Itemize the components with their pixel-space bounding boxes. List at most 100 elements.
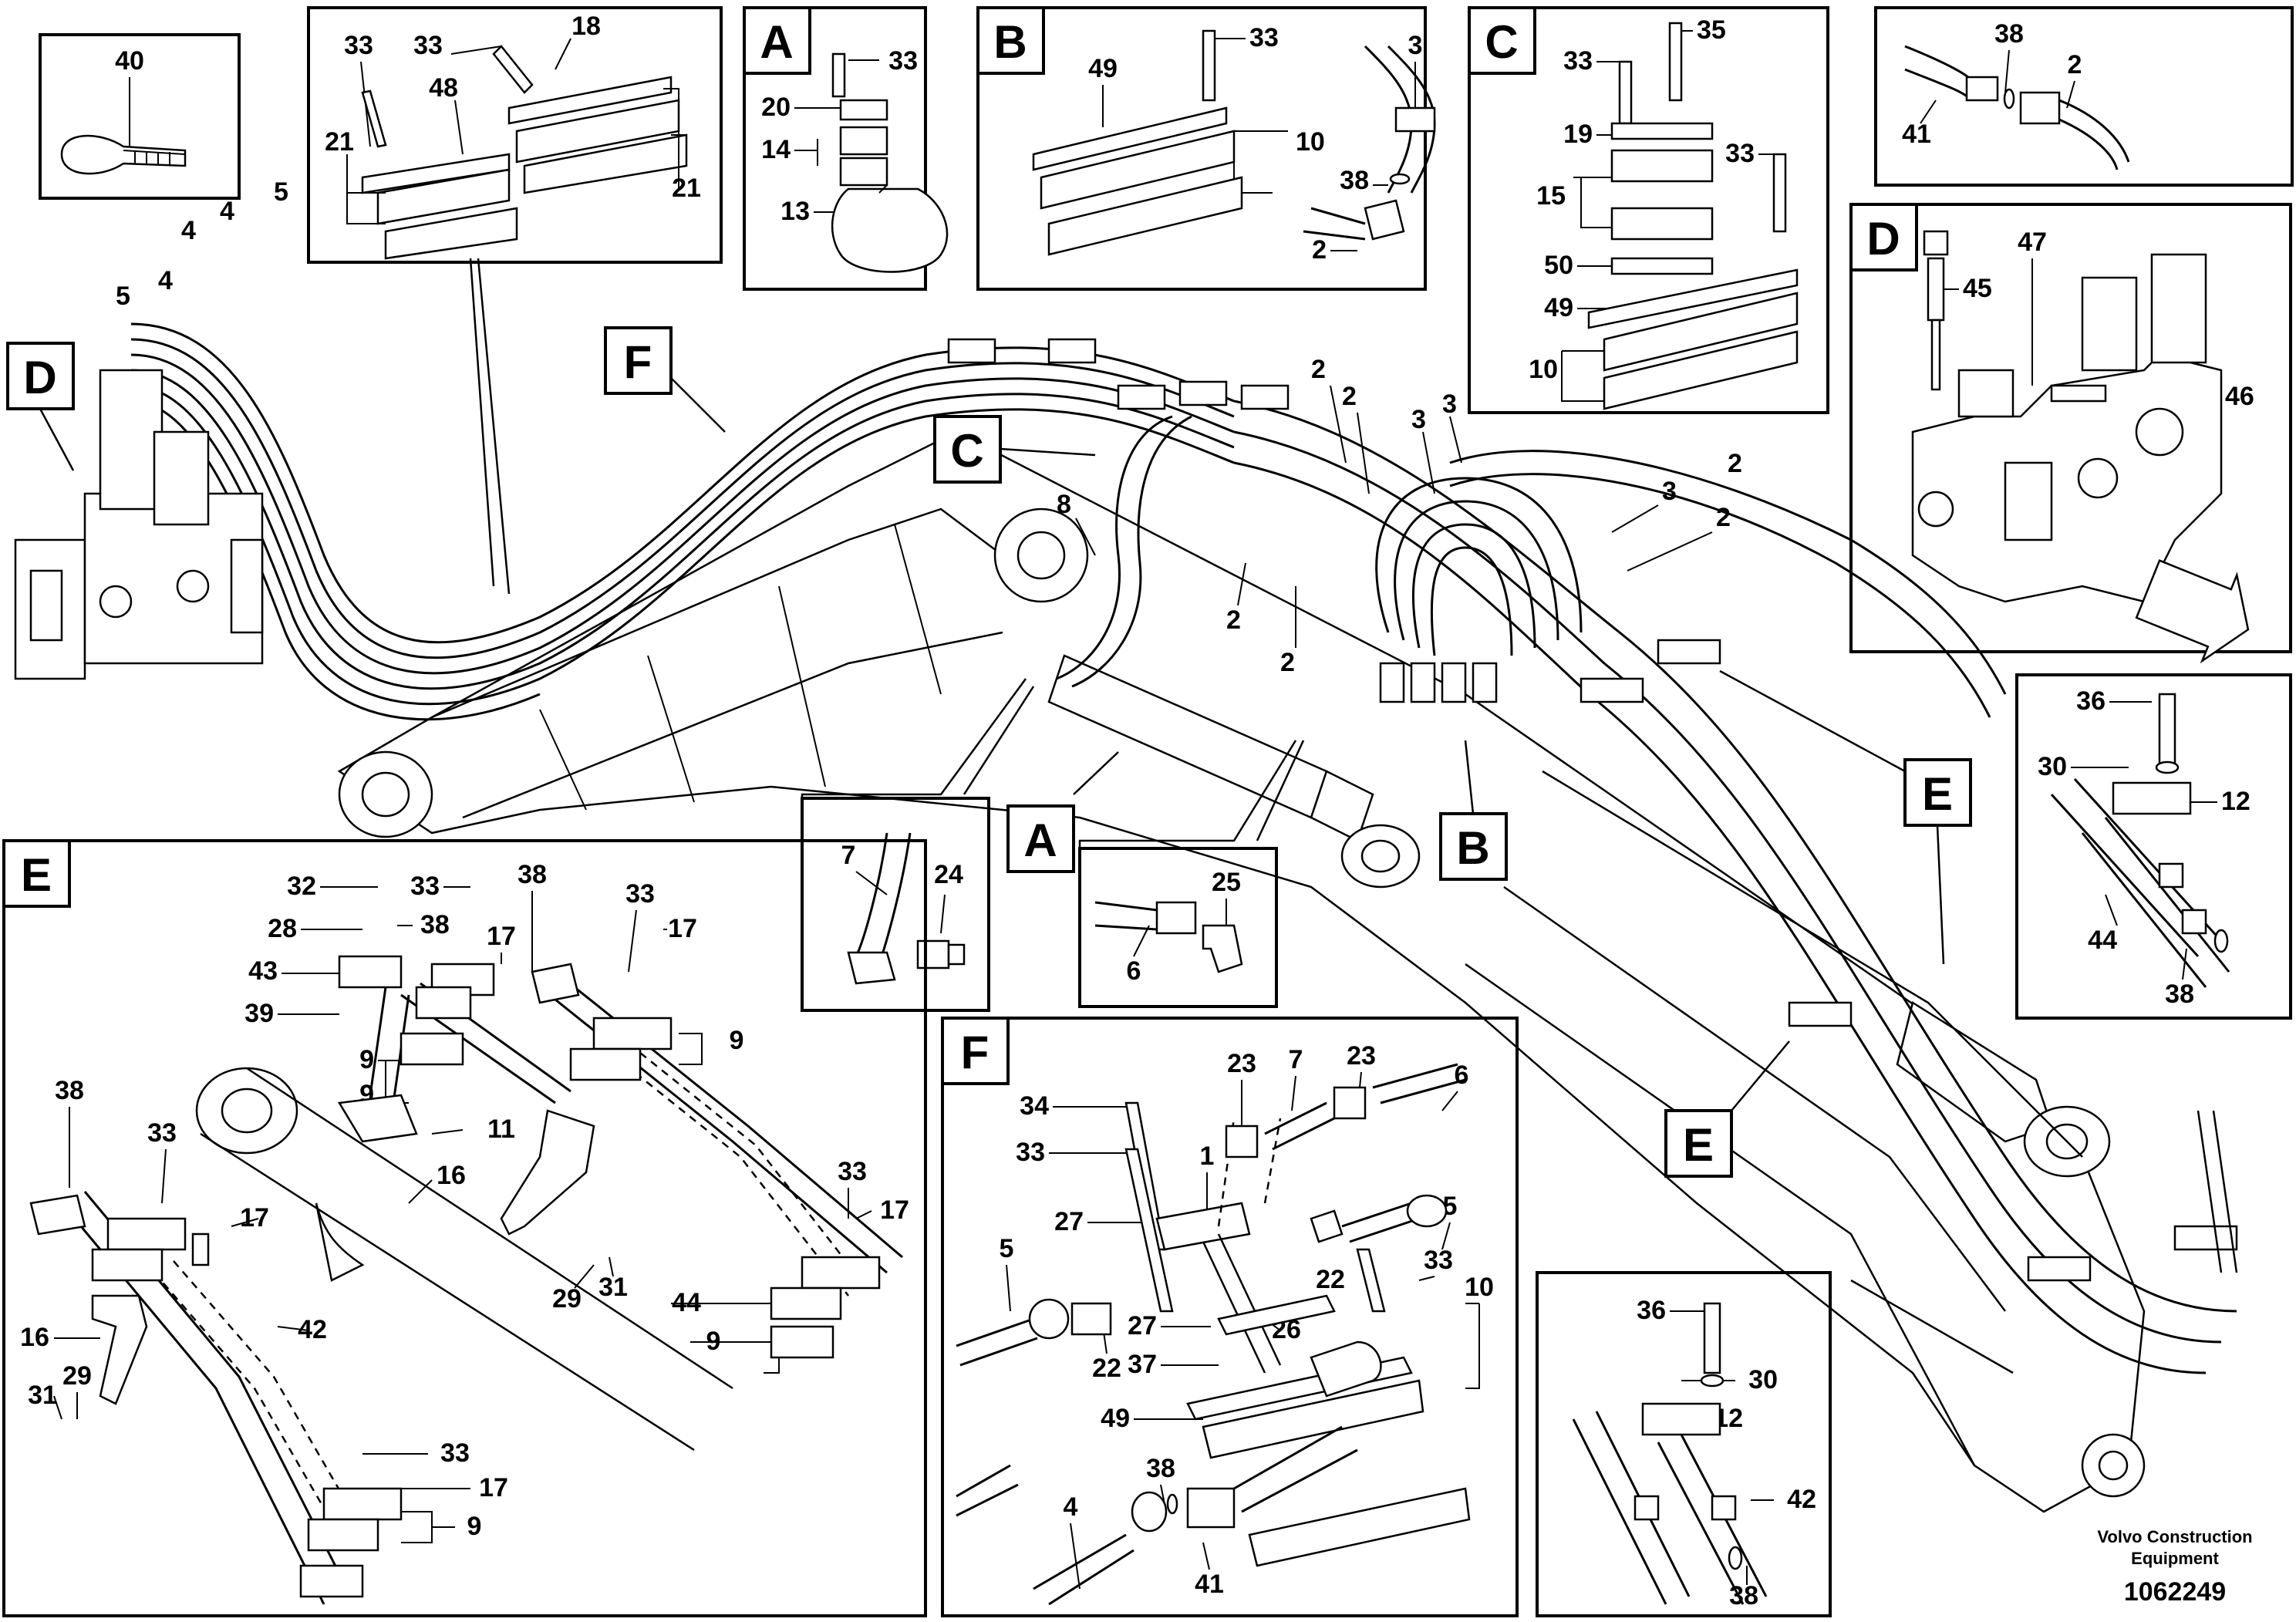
part-number-label: 11 <box>487 1114 515 1144</box>
part-number-label: 38 <box>518 860 547 889</box>
part-number-label: 33 <box>440 1438 470 1468</box>
view-tag-e-main-1 <box>1903 758 1972 827</box>
part-number-label: 33 <box>410 872 440 901</box>
view-tag-e <box>2 839 71 908</box>
part-number-label: 33 <box>1424 1246 1453 1275</box>
main-view-tags: D F C A B E E <box>6 258 2238 1374</box>
part-number-label: 14 <box>761 135 791 164</box>
view-tag-e-main-2 <box>1664 1109 1733 1178</box>
brand-line-1: Volvo Construction <box>2097 1527 2252 1546</box>
part-number-label: 16 <box>437 1161 466 1190</box>
view-tag-a-main-text: A <box>1023 814 1057 866</box>
part-number-label: 28 <box>268 914 297 943</box>
part-number-label: 49 <box>1088 54 1118 83</box>
box-38-41-2: 38 41 2 <box>1874 6 2294 187</box>
main-label: 4 <box>158 266 173 295</box>
view-tag-c-main-text: C <box>950 425 983 477</box>
part-number-label: 46 <box>2225 382 2254 411</box>
part-number-label: 33 <box>344 31 373 60</box>
part-number-label: 50 <box>1544 251 1573 280</box>
part-number-label: 38 <box>1146 1454 1175 1483</box>
box-b: B 33 49 10 3 38 2 <box>976 6 1436 291</box>
box-f: F 23 7 23 6 34 33 1 5 27 33 22 5 22 26 2… <box>941 1017 1519 1617</box>
part-number-label: 45 <box>1963 274 1992 303</box>
box-clamp-top: 33 33 18 48 21 21 <box>307 6 723 264</box>
view-tag-b <box>976 6 1045 75</box>
part-number-label: 30 <box>2038 752 2067 781</box>
main-label: 3 <box>1442 389 1457 419</box>
main-label: 2 <box>1728 449 1742 478</box>
part-number-label: 33 <box>1249 23 1279 52</box>
box-12-upper: 36 30 12 44 38 <box>2015 673 2292 1020</box>
view-tag-a <box>743 6 811 75</box>
box-12-lower: 36 30 12 42 38 <box>1536 1271 1832 1617</box>
part-number-label: 10 <box>1529 355 1558 384</box>
part-number-label: 9 <box>359 1045 374 1074</box>
part-number-label: 33 <box>838 1157 867 1186</box>
part-number-label: 41 <box>1195 1570 1224 1599</box>
part-number-label: 38 <box>1340 166 1369 195</box>
view-tag-b-main <box>1439 812 1508 881</box>
part-number-label: 22 <box>1316 1265 1345 1294</box>
part-number-label: 2 <box>2068 50 2082 79</box>
title-block: Volvo Construction Equipment 1062249 <box>2097 1527 2252 1607</box>
part-number-label: 38 <box>55 1076 84 1105</box>
svg-text:F: F <box>961 1027 990 1078</box>
view-tag-d <box>1849 203 1918 271</box>
part-number-label: 27 <box>1054 1207 1084 1236</box>
part-number-label: 17 <box>479 1473 508 1502</box>
document-number: 1062249 <box>2124 1577 2226 1607</box>
part-number-label: 42 <box>1787 1485 1816 1514</box>
part-number-label: 31 <box>598 1273 628 1302</box>
part-number-label: 32 <box>287 872 316 901</box>
svg-text:A: A <box>760 16 793 68</box>
part-number-label: 38 <box>2165 980 2194 1009</box>
box-e: E 32 33 38 28 38 17 33 17 43 39 9 9 11 1… <box>2 839 927 1617</box>
part-number-label: 9 <box>467 1512 482 1541</box>
box-d: D 47 45 46 <box>1849 203 2292 664</box>
part-number-label: 48 <box>429 73 458 103</box>
box-c: C 35 33 19 15 33 50 49 10 <box>1468 6 1829 414</box>
part-number-label: 33 <box>1016 1138 1045 1167</box>
view-tag-e-main-1-text: E <box>1922 768 1953 820</box>
part-number-label: 13 <box>781 197 810 226</box>
part-number-label: 17 <box>487 922 516 951</box>
part-number-label: 33 <box>888 46 918 76</box>
svg-text:B: B <box>993 16 1027 68</box>
part-number-label: 33 <box>1725 139 1755 168</box>
part-number-label: 37 <box>1128 1350 1157 1379</box>
part-number-label: 2 <box>1312 235 1327 265</box>
part-number-label: 18 <box>571 12 601 41</box>
part-number-label: 44 <box>2088 926 2117 955</box>
part-number-label: 49 <box>1101 1404 1130 1433</box>
brand-line-2: Equipment <box>2131 1549 2219 1568</box>
main-label: 2 <box>1226 605 1241 635</box>
part-number-label: 33 <box>413 31 443 60</box>
part-number-label: 7 <box>1289 1045 1303 1074</box>
part-number-label: 16 <box>20 1323 49 1352</box>
box-a: A 33 20 14 13 <box>743 6 949 291</box>
view-tag-d-main-text: D <box>23 352 56 403</box>
part-number-label: 33 <box>1563 46 1593 76</box>
box-40: 40 <box>39 33 241 200</box>
view-tag-c-main <box>933 415 1002 484</box>
part-number-label: 10 <box>1465 1273 1494 1302</box>
label-40: 40 <box>115 46 144 76</box>
view-tag-e-main-2-text: E <box>1683 1119 1714 1171</box>
main-label: 4 <box>181 216 196 245</box>
part-number-label: 10 <box>1296 127 1325 157</box>
view-tag-c <box>1468 6 1536 75</box>
main-label: 2 <box>1311 355 1326 384</box>
main-label: 2 <box>1342 382 1357 411</box>
main-assembly <box>14 322 2238 1513</box>
main-label: 2 <box>1716 503 1731 532</box>
box-7-24: 7 24 <box>801 797 990 1012</box>
main-label: 3 <box>1411 405 1426 434</box>
part-number-label: 35 <box>1697 15 1726 45</box>
main-part-labels: 5 4 4 4 5 2 2 3 3 3 8 2 2 2 2 <box>116 177 1742 677</box>
view-tag-f-main-text: F <box>624 336 652 388</box>
part-number-label: 49 <box>1544 293 1573 322</box>
main-label: 3 <box>1662 477 1677 506</box>
part-number-label: 23 <box>1227 1049 1256 1078</box>
